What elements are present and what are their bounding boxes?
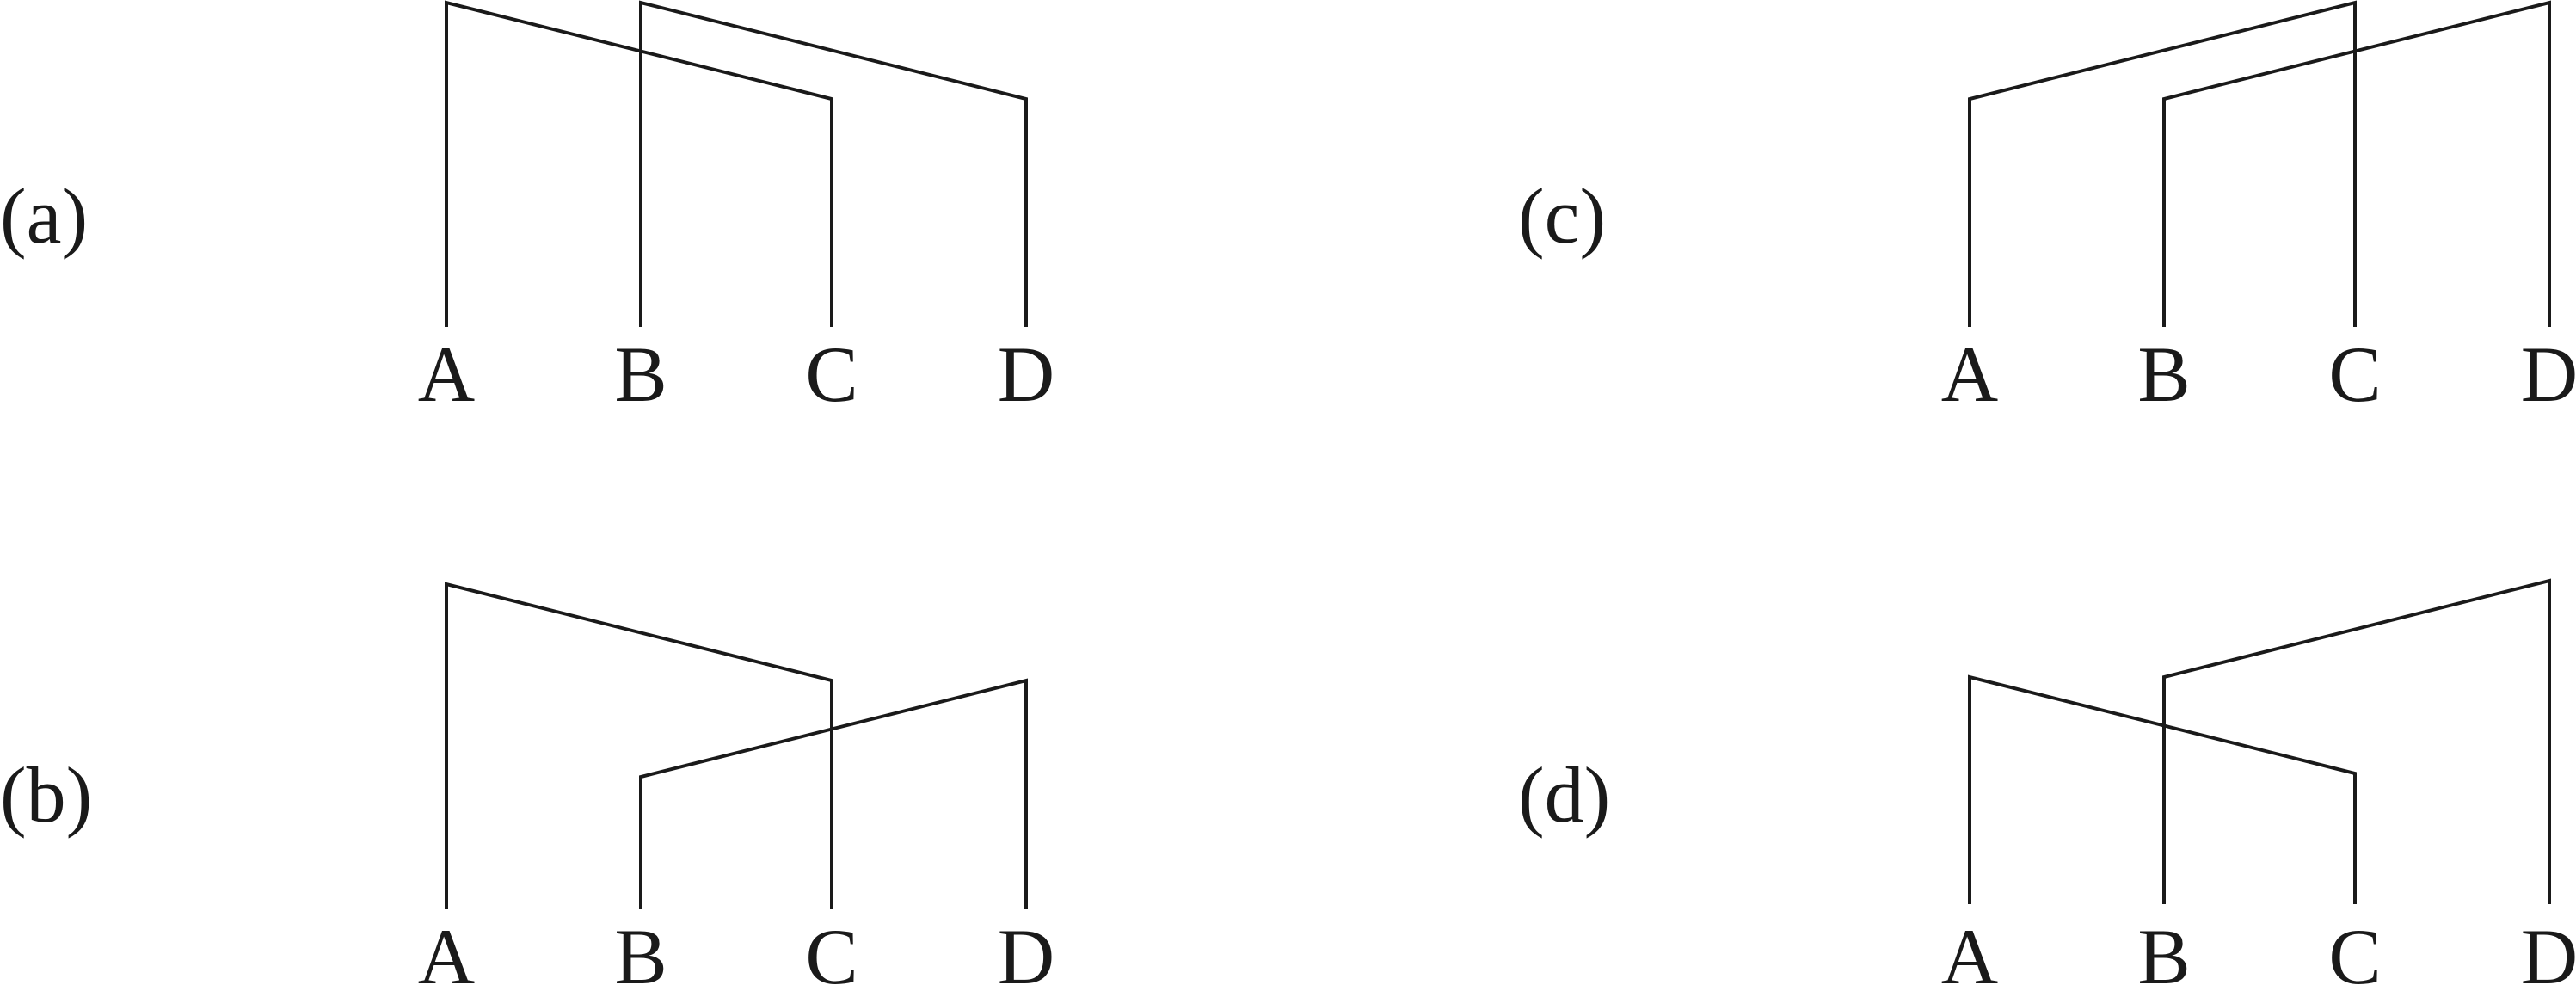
branch-c-1	[1968, 0, 2357, 327]
panel-d: (d) A B C D	[1518, 578, 2576, 985]
tip-label-d-C: C	[2328, 913, 2381, 985]
tip-label-d-A: A	[1941, 913, 1998, 985]
branch-b-2	[639, 678, 1028, 909]
tip-label-c-A: A	[1941, 330, 1998, 418]
branch-b-1	[445, 582, 833, 909]
panel-label-c: (c)	[1518, 172, 1606, 260]
panel-label-a: (a)	[0, 172, 88, 260]
tip-label-d-D: D	[2521, 913, 2576, 985]
tip-label-b-C: C	[805, 913, 858, 985]
tip-label-d-B: B	[2137, 913, 2190, 985]
tip-label-b-B: B	[614, 913, 667, 985]
tip-label-a-C: C	[805, 330, 858, 418]
branch-d-2	[2162, 578, 2551, 904]
panel-b: (b) A B C D	[0, 582, 1054, 985]
branch-a-2	[639, 0, 1028, 327]
tip-label-b-D: D	[998, 913, 1054, 985]
tip-label-b-A: A	[418, 913, 475, 985]
tip-label-a-A: A	[418, 330, 475, 418]
tip-label-c-B: B	[2137, 330, 2190, 418]
panel-label-d: (d)	[1518, 751, 1610, 839]
panel-c: (c) A B C D	[1518, 0, 2576, 418]
panel-a: (a) A B C D	[0, 0, 1054, 418]
tip-label-c-D: D	[2521, 330, 2576, 418]
branch-c-2	[2162, 0, 2551, 327]
tip-label-a-B: B	[614, 330, 667, 418]
tip-label-c-C: C	[2328, 330, 2381, 418]
panel-label-b: (b)	[0, 751, 92, 839]
tip-label-a-D: D	[998, 330, 1054, 418]
